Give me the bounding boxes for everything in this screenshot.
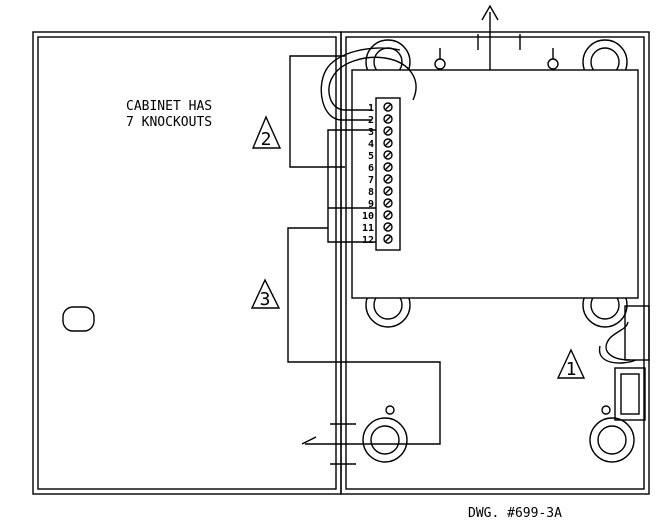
- terminal-screw: [383, 138, 393, 148]
- terminal-screw: [383, 222, 393, 232]
- cabinet-note-line-2: 7 KNOCKOUTS: [126, 115, 212, 130]
- terminal-screw-slot: [384, 127, 392, 135]
- terminal-screw: [383, 174, 393, 184]
- callout-triangle-1: [556, 348, 586, 379]
- callout-label-1: 1: [566, 359, 577, 380]
- terminal-screw: [383, 102, 393, 112]
- terminal-screw: [383, 186, 393, 196]
- terminal-screw-slot: [384, 223, 392, 231]
- terminal-screw: [383, 126, 393, 136]
- terminal-screw: [383, 210, 393, 220]
- terminal-screw: [383, 150, 393, 160]
- callout-2-bracket: [289, 55, 345, 168]
- terminal-screw-slot: [384, 151, 392, 159]
- callout-label-3: 3: [260, 289, 271, 310]
- callout-3-wiring: [287, 129, 441, 465]
- terminal-number: 6: [368, 163, 374, 174]
- keyhole-slots: [434, 48, 559, 70]
- callout-triangle-2: [251, 115, 282, 149]
- terminal-screw-slot: [384, 139, 392, 147]
- terminal-number: 10: [362, 211, 374, 222]
- terminal-screw-slot: [384, 103, 392, 111]
- terminal-screw: [383, 114, 393, 124]
- terminal-screw-slot: [384, 115, 392, 123]
- cabinet-enclosure: [340, 31, 650, 495]
- terminal-number: 3: [368, 127, 374, 138]
- top-exit-wiring: [320, 4, 521, 121]
- terminal-number: 11: [362, 223, 374, 234]
- terminal-number: 8: [368, 187, 374, 198]
- bottom-knockouts: [362, 405, 635, 463]
- callout-label-2: 2: [261, 129, 272, 150]
- terminal-screw-slot: [384, 163, 392, 171]
- ac-input-area: [599, 305, 650, 421]
- terminal-number: 9: [368, 199, 374, 210]
- terminal-screw: [383, 198, 393, 208]
- drawing-number: DWG. #699-3A: [468, 506, 562, 521]
- terminal-screw: [383, 234, 393, 244]
- terminal-number: 5: [368, 151, 374, 162]
- terminal-screw-slot: [384, 211, 392, 219]
- terminal-screw-slot: [384, 235, 392, 243]
- terminal-number: 1: [368, 103, 374, 114]
- terminal-screw: [383, 162, 393, 172]
- callout-triangle-3: [250, 278, 281, 309]
- terminal-number: 12: [362, 235, 374, 246]
- terminal-screw-slot: [384, 199, 392, 207]
- terminal-number: 4: [368, 139, 374, 150]
- terminal-screw-slot: [384, 175, 392, 183]
- terminal-number: 7: [368, 175, 374, 186]
- terminal-screw-slot: [384, 187, 392, 195]
- cabinet-note-line-1: CABINET HAS: [126, 99, 212, 114]
